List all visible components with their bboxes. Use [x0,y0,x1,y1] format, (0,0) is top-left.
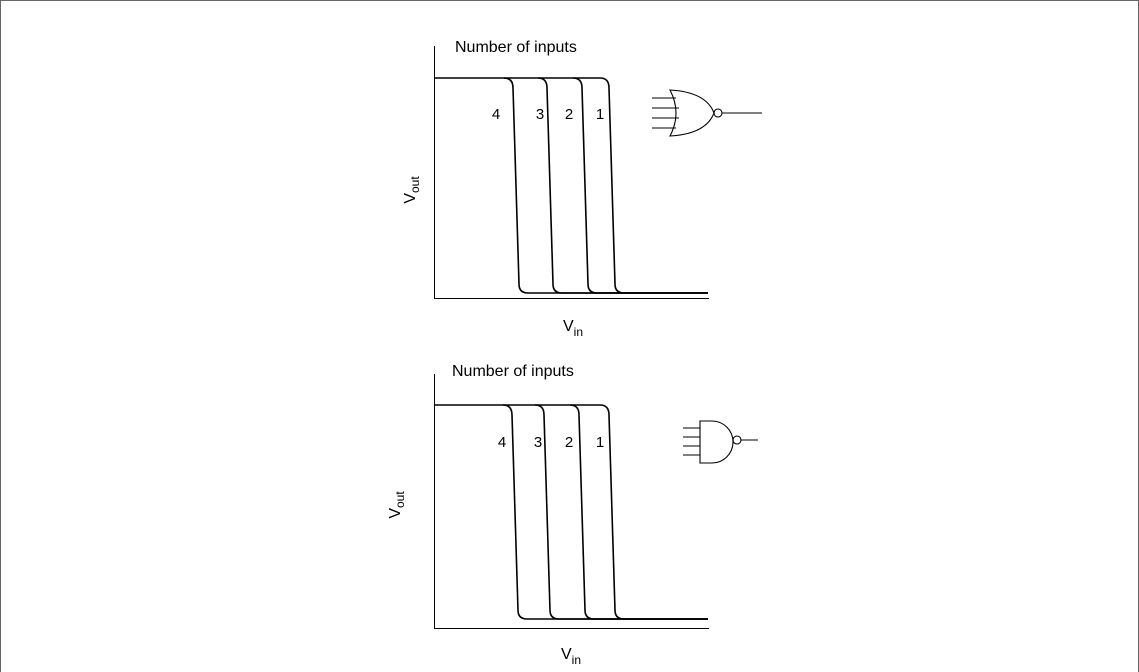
x-axis-label-main: V [561,646,572,663]
curve-1 [570,404,708,620]
curve-2 [538,77,708,294]
curve-label-1: 1 [596,106,604,123]
axes [434,374,709,629]
y-axis-label-main: V [387,508,404,519]
curve-2 [535,404,708,620]
panel-title: Number of inputs [455,39,577,56]
panel-nor: Number of inputs 4 3 2 1 Vout Vin [402,39,762,339]
curve-label-3: 3 [534,434,542,451]
curve-label-2: 2 [565,434,573,451]
curve-label-3: 3 [536,106,544,123]
nor-gate-icon [652,89,762,137]
curve-3 [504,77,708,294]
axes [434,46,709,299]
y-axis-label-sub: out [393,491,407,508]
nand-gate-icon [683,420,758,464]
panel-nand: Number of inputs 4 3 2 1 Vout Vin [387,363,758,667]
curve-label-4: 4 [492,106,500,123]
y-axis-label: Vout [402,176,422,204]
y-axis-label-sub: out [408,176,422,193]
y-axis-label-main: V [402,193,419,204]
y-axis-label: Vout [387,491,407,519]
x-axis-label: Vin [561,646,581,667]
curve-1 [573,77,708,294]
transfer-curves [434,77,708,294]
curve-label-4: 4 [498,434,506,451]
x-axis-label-sub: in [572,653,581,667]
x-axis-label-sub: in [574,325,583,339]
x-axis-label: Vin [563,318,583,339]
transfer-curves [434,404,708,620]
curve-label-2: 2 [565,106,573,123]
panel-title: Number of inputs [452,363,574,380]
curve-label-1: 1 [596,434,604,451]
x-axis-label-main: V [563,318,574,335]
